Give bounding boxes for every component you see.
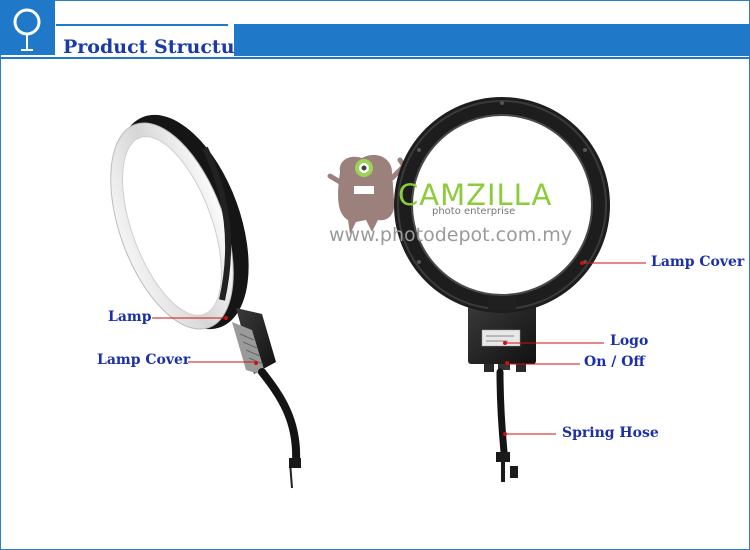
header-icon-box (0, 0, 55, 55)
label-lamp: Lamp (108, 309, 152, 325)
label-lamp-cover-side: Lamp Cover (97, 352, 191, 368)
brand-name: CAMZILLA (398, 178, 553, 212)
label-logo: Logo (610, 333, 649, 349)
page-title: Product Structure (63, 36, 257, 58)
side-view-ring-light (110, 114, 301, 489)
brand-url: www.photodepot.com.my (329, 224, 573, 246)
header-title-box: Product Structure (56, 24, 257, 59)
label-on-off: On / Off (584, 354, 645, 370)
label-spring-hose: Spring Hose (562, 425, 659, 441)
front-view-ring-light (394, 97, 646, 482)
ring-light-icon (13, 8, 41, 51)
header-bar (234, 24, 750, 56)
label-lamp-cover-front: Lamp Cover (651, 254, 745, 270)
brand-tagline: photo enterprise (432, 206, 516, 217)
monster-mascot-icon (327, 154, 408, 234)
header-rule (0, 57, 750, 59)
